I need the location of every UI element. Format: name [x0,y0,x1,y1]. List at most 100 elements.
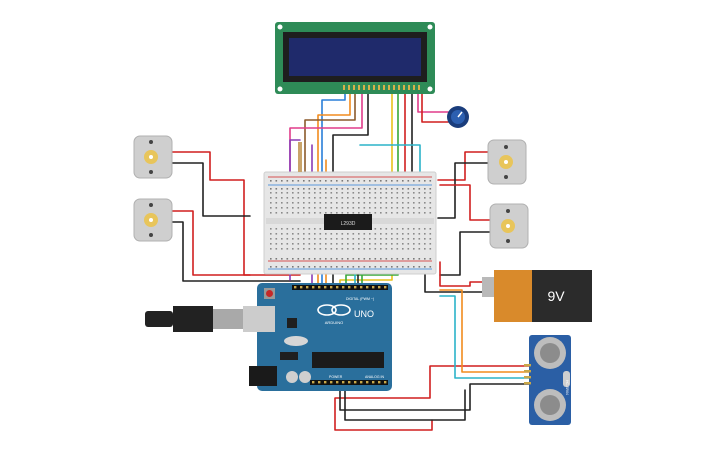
breadboard-hole [413,243,415,245]
breadboard-hole [336,180,338,182]
breadboard-hole [297,258,300,260]
breadboard-hole [424,248,426,250]
usb-cable-icon [145,311,173,327]
breadboard-hole [281,238,283,240]
breadboard-hole [341,197,344,199]
breadboard-hole [319,180,322,182]
sensor-pin [524,364,531,367]
breadboard-hole [358,238,360,240]
breadboard-hole [402,180,404,182]
breadboard-hole [303,192,305,194]
breadboard-hole [352,202,355,204]
breadboard-hole [303,212,305,214]
breadboard-hole [347,202,349,204]
digital-pin [342,286,345,289]
breadboard-hole [292,258,294,260]
breadboard-hole [319,238,322,240]
breadboard-hole [275,243,278,245]
motor-screw [149,203,153,207]
breadboard-hole [303,258,305,260]
breadboard-hole [303,248,305,250]
breadboard-hole [347,212,349,214]
breadboard-hole [303,180,305,182]
sensor-transducer-mesh [540,343,560,363]
motor-shaft-center [504,160,508,164]
breadboard-hole [330,207,333,209]
breadboard-hole [374,207,377,209]
breadboard-hole [385,192,388,194]
breadboard-hole [330,258,333,260]
breadboard-hole [330,202,333,204]
breadboard-hole [352,243,355,245]
breadboard-hole [286,248,289,250]
breadboard-hole [292,233,294,235]
breadboard-hole [429,248,432,250]
breadboard-hole [297,197,300,199]
breadboard-hole [341,266,344,268]
breadboard-hole [281,212,283,214]
motor-screw [149,233,153,237]
breadboard-hole [380,228,382,230]
breadboard-hole [336,197,338,199]
breadboard-hole [347,180,349,182]
breadboard-hole [281,192,283,194]
breadboard-hole [330,180,333,182]
breadboard-hole [352,238,355,240]
breadboard-hole [292,192,294,194]
breadboard-hole [286,207,289,209]
lcd-mount-hole [427,24,433,30]
wire-sensor-vcc [334,365,531,431]
breadboard-hole [336,238,338,240]
lcd-pin [373,85,375,90]
breadboard-hole [352,233,355,235]
arduino-logo-icon [331,304,351,316]
breadboard-hole [369,207,371,209]
breadboard-hole [319,233,322,235]
breadboard-hole [270,202,272,204]
breadboard-hole [341,188,344,190]
breadboard-hole [369,243,371,245]
breadboard-hole [396,243,399,245]
digital-pin [360,286,363,289]
breadboard-hole [391,233,393,235]
breadboard-hole [380,207,382,209]
breadboard-hole [314,243,316,245]
breadboard-hole [330,243,333,245]
breadboard-hole [341,238,344,240]
digital-pin [300,286,303,289]
breadboard-hole [314,248,316,250]
breadboard-hole [286,180,289,182]
lcd-pin-header [343,85,420,90]
breadboard-hole [292,207,294,209]
breadboard-hole [424,207,426,209]
breadboard-hole [330,188,333,190]
breadboard-hole [330,233,333,235]
breadboard-hole [363,212,366,214]
breadboard-hole [391,192,393,194]
reset-button-cap[interactable] [266,290,273,297]
breadboard-hole [297,248,300,250]
breadboard-hole [407,207,410,209]
power-label: POWER [329,375,343,379]
breadboard-hole [286,188,289,190]
digital-pin [336,286,339,289]
breadboard-hole [418,192,421,194]
motor-shaft-center [149,155,153,159]
arduino-logo-icon [317,304,337,316]
breadboard-hole [336,192,338,194]
breadboard-hole [380,202,382,204]
lcd-mount-hole [277,86,283,92]
digital-pin [318,286,321,289]
analog-label: ANALOG IN [365,375,385,379]
breadboard-hole [429,180,432,182]
breadboard-hole [286,238,289,240]
breadboard-hole [319,248,322,250]
digital-pin [378,286,381,289]
breadboard-hole [385,180,388,182]
breadboard-hole [286,197,289,199]
breadboard-hole [314,192,316,194]
breadboard-hole [281,258,283,260]
breadboard-hole [396,248,399,250]
wire-lcd-brown [304,89,356,181]
breadboard-hole [363,243,366,245]
